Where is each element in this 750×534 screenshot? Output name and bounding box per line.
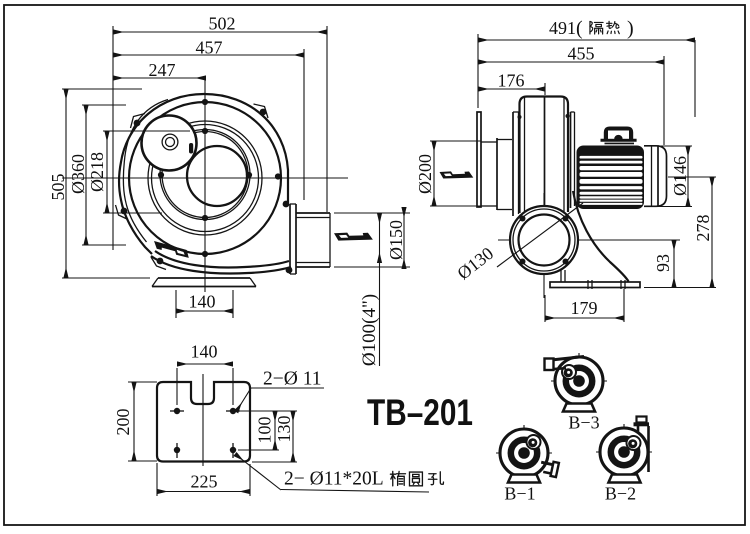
svg-text:2− Ø11*20L: 2− Ø11*20L [284, 469, 384, 490]
svg-text:100: 100 [255, 417, 275, 444]
svg-text:93: 93 [653, 254, 673, 272]
svg-text:Ø146: Ø146 [670, 156, 690, 196]
svg-text:140: 140 [189, 292, 216, 312]
svg-text:200: 200 [113, 409, 133, 436]
svg-text:Ø100(4"): Ø100(4") [359, 294, 380, 366]
svg-text:B−1: B−1 [504, 484, 535, 504]
svg-text:457: 457 [196, 38, 223, 58]
svg-text:140: 140 [191, 342, 218, 362]
svg-text:176: 176 [498, 71, 525, 91]
svg-text:Ø200: Ø200 [415, 154, 435, 194]
svg-text:(: ( [576, 18, 583, 40]
svg-text:TB–201: TB–201 [367, 392, 473, 433]
svg-text:225: 225 [191, 472, 218, 492]
svg-text:B−3: B−3 [568, 413, 599, 433]
svg-text:B−2: B−2 [605, 484, 636, 504]
svg-text:): ) [627, 18, 634, 40]
svg-text:491: 491 [549, 18, 576, 38]
svg-text:502: 502 [209, 14, 236, 34]
svg-text:505: 505 [48, 174, 68, 201]
svg-text:Ø150: Ø150 [386, 220, 406, 260]
svg-text:Ø360: Ø360 [68, 154, 88, 194]
svg-text:130: 130 [274, 416, 294, 443]
svg-text:278: 278 [693, 215, 713, 242]
svg-text:Ø218: Ø218 [87, 152, 107, 192]
svg-text:179: 179 [571, 298, 598, 318]
svg-text:247: 247 [149, 60, 176, 80]
svg-text:2−Ø 11: 2−Ø 11 [263, 369, 321, 390]
svg-text:455: 455 [568, 44, 595, 64]
